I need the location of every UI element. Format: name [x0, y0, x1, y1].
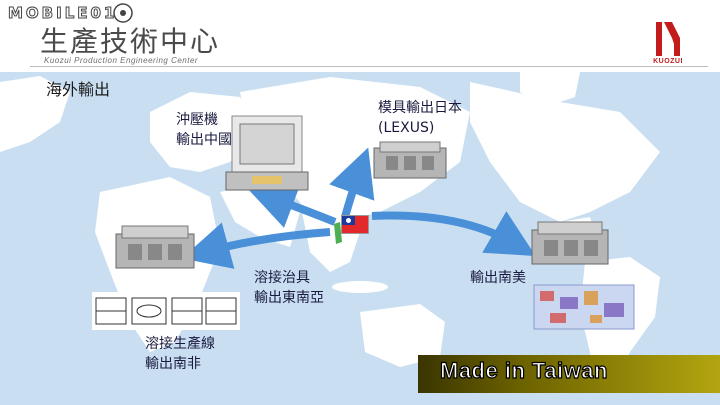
mold-japan-image	[373, 141, 447, 179]
page-title: 生產技術中心	[40, 25, 221, 58]
arrow-to-southeast-asia	[181, 222, 331, 269]
arrow-to-south-america	[371, 211, 536, 257]
mold-south-america-image	[531, 221, 609, 265]
label-mold-line1: 模具輸出日本	[378, 100, 462, 116]
label-mold-line2: (LEXUS)	[378, 120, 435, 136]
landmass-north-america-west	[0, 76, 70, 152]
made-in-taiwan-text: Made in Taiwan	[439, 357, 608, 383]
slide-header: MOBILE01 生產技術中心 Kuozui Production Engine…	[0, 0, 720, 72]
press-machine-image	[225, 115, 309, 191]
landmass-australia	[360, 304, 445, 367]
label-press-line2: 輸出中國	[176, 132, 232, 148]
production-line-layout-image	[533, 284, 635, 330]
watermark-icon	[113, 3, 133, 23]
arrow-to-japan	[329, 147, 375, 219]
label-weld-line2: 輸出南非	[145, 356, 201, 372]
label-press-china: 沖壓機 輸出中國	[176, 110, 232, 150]
logo-text: KUOZUI	[653, 58, 683, 65]
landmass-indonesia	[332, 281, 388, 293]
section-label: 海外輸出	[46, 80, 111, 99]
label-jig-line2: 輸出東南亞	[254, 290, 324, 306]
taiwan-highlight	[334, 222, 342, 244]
kuozui-logo-icon	[652, 20, 684, 60]
made-in-taiwan-banner	[418, 355, 720, 393]
welding-jig-image	[115, 225, 195, 269]
label-mold-japan: 模具輸出日本 (LEXUS)	[378, 98, 462, 138]
label-press-line1: 沖壓機	[176, 112, 218, 128]
label-jig-line1: 溶接治具	[254, 270, 310, 286]
label-jig-southeast-asia: 溶接治具 輸出東南亞	[254, 268, 324, 308]
welding-line-drawing-image	[92, 292, 240, 330]
watermark-text: MOBILE01	[7, 4, 118, 23]
page-subtitle: Kuozui Production Engineering Center	[44, 56, 199, 65]
label-weld-south-africa: 溶接生產線 輸出南非	[145, 334, 215, 374]
label-weld-line1: 溶接生產線	[145, 336, 215, 352]
header-divider	[30, 66, 708, 67]
landmass-north-america	[470, 82, 660, 222]
label-south-america: 輸出南美	[470, 270, 526, 286]
arrow-to-china	[247, 182, 337, 228]
taiwan-flag-icon	[341, 215, 369, 234]
